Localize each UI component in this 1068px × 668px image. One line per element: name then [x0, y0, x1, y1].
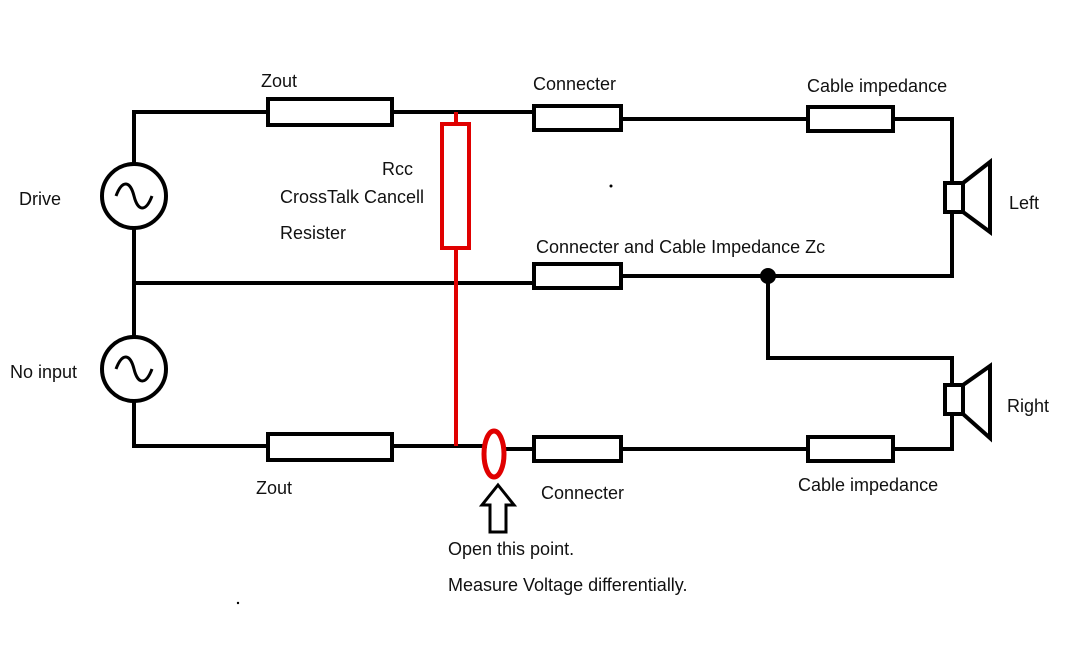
- label-left: Left: [1009, 193, 1039, 213]
- stray-dot: [236, 601, 240, 605]
- label-no-input: No input: [10, 362, 77, 382]
- left-speaker-icon: [943, 157, 992, 236]
- label-cable-impedance-bottom: Cable impedance: [798, 475, 938, 495]
- middle-wires: [132, 210, 954, 387]
- label-rcc: Rcc: [382, 159, 413, 179]
- up-arrow-icon: [478, 482, 518, 534]
- connecter-bottom-resistor: [532, 435, 623, 463]
- cable-impedance-bottom-resistor: [806, 435, 895, 463]
- zc-resistor: [532, 262, 623, 290]
- label-open-point: Open this point.: [448, 539, 574, 559]
- label-cable-impedance-top: Cable impedance: [807, 76, 947, 96]
- label-zout-bottom: Zout: [256, 478, 292, 498]
- junction-dot: [760, 268, 776, 284]
- rcc-resistor: [440, 112, 471, 446]
- label-connecter-cable-zc: Connecter and Cable Impedance Zc: [536, 237, 825, 257]
- open-point-marker: [481, 428, 507, 480]
- bottom-wires: [132, 394, 954, 451]
- label-connecter-top: Connecter: [533, 74, 616, 94]
- label-crosstalk-cancell: CrossTalk Cancell: [280, 187, 424, 207]
- right-speaker-icon: [943, 362, 992, 443]
- zout-bottom-resistor: [266, 432, 394, 462]
- label-drive: Drive: [19, 189, 61, 209]
- label-zout-top: Zout: [261, 71, 297, 91]
- connecter-top-resistor: [532, 104, 623, 132]
- drive-source-icon: [100, 162, 168, 230]
- label-resister: Resister: [280, 223, 346, 243]
- cable-impedance-top-resistor: [806, 105, 895, 133]
- stray-dot: [609, 184, 613, 188]
- label-right: Right: [1007, 396, 1049, 416]
- label-connecter-bottom: Connecter: [541, 483, 624, 503]
- label-measure: Measure Voltage differentially.: [448, 575, 687, 595]
- no-input-source-icon: [100, 335, 168, 403]
- zout-top-resistor: [266, 97, 394, 127]
- top-wires: [132, 110, 954, 185]
